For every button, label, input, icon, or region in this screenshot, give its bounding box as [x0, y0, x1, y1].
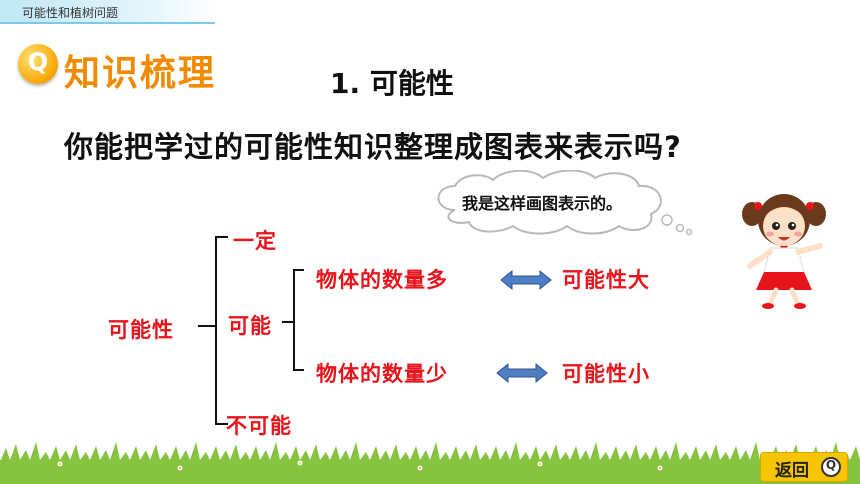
topic-heading: 1. 可能性: [330, 67, 454, 100]
double-arrow-icon: [500, 269, 552, 291]
root-label: 可能性: [108, 318, 174, 342]
impossible-label: 不可能: [226, 414, 292, 438]
certain-label: 一定: [233, 229, 277, 253]
fewer-result-label: 可能性小: [562, 362, 650, 386]
fewer-items-label: 物体的数量少: [316, 362, 448, 386]
more-result-label: 可能性大: [562, 268, 650, 292]
q-back-icon: Q: [821, 457, 841, 477]
back-label: 返回: [775, 461, 809, 481]
outer-bracket: [215, 236, 228, 425]
double-arrow-icon: [496, 362, 548, 384]
speech-text: 我是这样画图表示的。: [462, 194, 623, 213]
possible-label: 可能: [228, 314, 272, 338]
lesson-title: 可能性和植树问题: [22, 6, 119, 20]
lesson-bar: 可能性和植树问题: [0, 0, 215, 24]
grass-footer: [0, 442, 860, 484]
question-text: 你能把学过的可能性知识整理成图表来表示吗?: [64, 130, 682, 164]
thought-cloud: [437, 170, 693, 236]
q-logo-icon: Q: [18, 44, 58, 84]
more-items-label: 物体的数量多: [316, 268, 448, 292]
section-title: 知识梳理: [64, 52, 217, 94]
inner-bracket: [293, 269, 304, 371]
girl-illustration: [742, 194, 826, 309]
back-button[interactable]: 返回 Q: [760, 452, 848, 482]
